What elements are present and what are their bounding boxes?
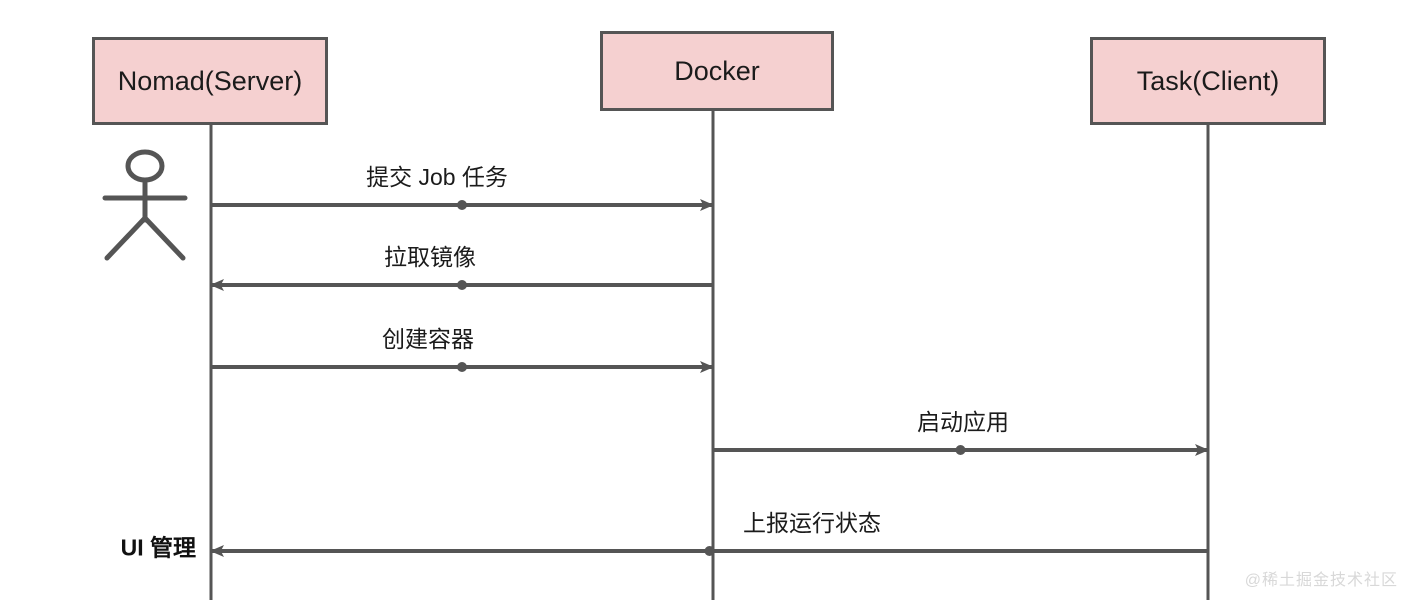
participant-box-task[interactable]: Task(Client)	[1090, 37, 1326, 125]
user-actor-icon	[102, 149, 188, 261]
message-midpoint-dot-3	[955, 445, 966, 455]
participant-label-nomad: Nomad(Server)	[117, 65, 303, 96]
lifelines-group	[209, 111, 1210, 600]
message-arrows-group	[210, 199, 1209, 557]
participant-label-task: Task(Client)	[1136, 65, 1280, 96]
actor-leg-right	[142, 215, 186, 261]
actor-leg-left	[104, 215, 148, 261]
actor-head	[125, 149, 165, 183]
message-label-1: 拉取镜像	[384, 244, 476, 270]
message-midpoint-dot-1	[457, 280, 467, 290]
participant-label-docker: Docker	[674, 55, 760, 86]
message-midpoint-dot-0	[457, 200, 467, 210]
message-label-4: 上报运行状态	[743, 510, 881, 536]
message-label-3: 启动应用	[917, 409, 1009, 435]
message-midpoint-dot-2	[457, 362, 467, 372]
message-label-0: 提交 Job 任务	[366, 164, 508, 190]
message-midpoint-dot-4	[704, 546, 715, 556]
participant-box-docker[interactable]: Docker	[600, 31, 834, 111]
message-label-2: 创建容器	[382, 326, 474, 352]
participant-box-nomad[interactable]: Nomad(Server)	[92, 37, 328, 125]
watermark: @稀土掘金技术社区	[1244, 572, 1398, 589]
side-note-ui-management: UI 管理	[120, 534, 196, 561]
